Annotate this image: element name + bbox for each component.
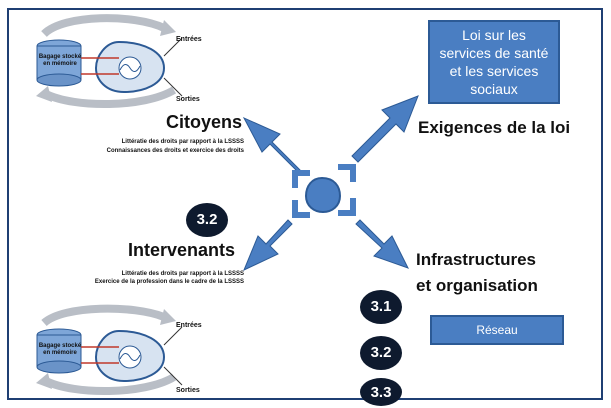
process-wave: [119, 64, 141, 72]
intervenants-line1: Littératie des droits par rapport à la L…: [121, 271, 244, 277]
diagram-frame: [7, 8, 603, 400]
cycle-arrowhead-bottom: [36, 86, 52, 102]
citoyens-line1: Littératie des droits par rapport à la L…: [121, 139, 244, 145]
citoyens-line2: Connaissances des droits et exercice des…: [106, 148, 244, 154]
cycle-arrow-top-2: [41, 304, 166, 327]
citoyens-title: Citoyens: [166, 112, 243, 132]
badge-3-3: 3.3: [360, 378, 402, 406]
output-line: [163, 77, 183, 97]
bracket-bottom-left: [292, 200, 310, 218]
memory-label-top: Bagage stocké en mémoire: [38, 54, 82, 67]
intervenants-line2: Exercice de la profession dans le cadre …: [94, 279, 244, 285]
memory-schematic-bottom: [36, 304, 183, 395]
arrow-to-citoyens: [242, 116, 301, 173]
cycle-arrowhead-bottom-2: [36, 373, 52, 389]
input-line-2: [163, 326, 183, 346]
arrow-to-infrastructures: [355, 219, 410, 269]
cycle-arrow-bottom-2: [44, 373, 177, 395]
bracket-bottom-right: [338, 198, 356, 216]
badge-3-2-left: 3.2: [186, 203, 228, 237]
infrastructures-line1: Infrastructures: [416, 250, 536, 269]
bracket-top-right: [338, 164, 356, 182]
cycle-arrow-top: [41, 14, 166, 38]
inputs-label-bottom: Entrées: [176, 322, 202, 329]
output-line-2: [163, 366, 183, 386]
central-drop: [304, 176, 342, 214]
memory-label-bottom: Bagage stocké en mémoire: [38, 343, 82, 356]
memory-schematic-top: [36, 14, 183, 108]
exigences-title: Exigences de la loi: [418, 118, 571, 137]
cycle-arrowhead-top: [160, 20, 176, 36]
cycle-arrow-bottom: [44, 86, 177, 108]
law-box: Loi sur les services de santé et les ser…: [428, 20, 560, 104]
arrow-to-intervenants: [243, 219, 293, 272]
outputs-label-top: Sorties: [176, 96, 200, 103]
arrow-to-law: [351, 95, 419, 163]
badge-3-2: 3.2: [360, 336, 402, 370]
process-wave-2: [119, 353, 141, 361]
cycle-arrowhead-top-2: [160, 309, 176, 325]
infrastructures-line2: et organisation: [416, 276, 538, 295]
network-box: Réseau: [430, 315, 564, 345]
badge-3-1: 3.1: [360, 290, 402, 324]
memory-cylinder-bottom-2: [36, 360, 82, 374]
inputs-label-top: Entrées: [176, 36, 202, 43]
intervenants-title: Intervenants: [128, 240, 236, 260]
input-line: [163, 37, 183, 57]
memory-cylinder-bottom: [36, 73, 82, 87]
bracket-top-left: [292, 170, 310, 188]
outputs-label-bottom: Sorties: [176, 387, 200, 394]
